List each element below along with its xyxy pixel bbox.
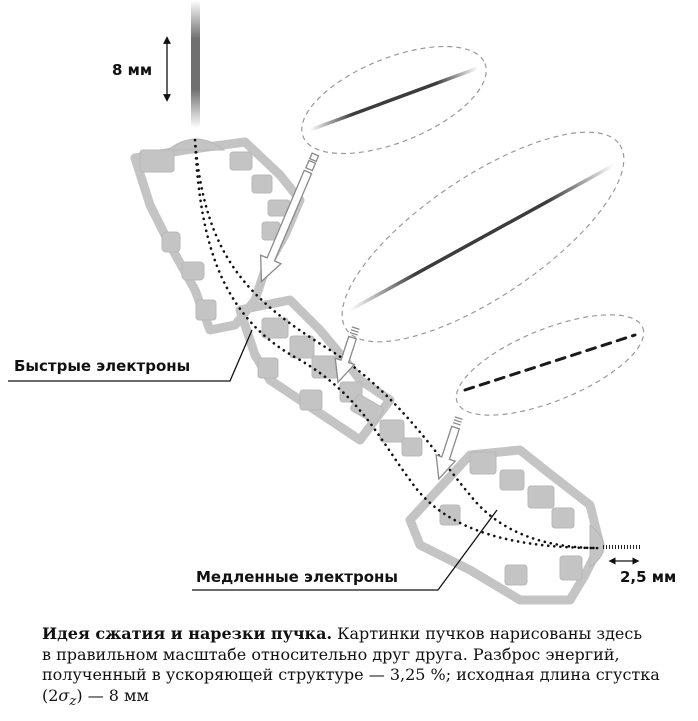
caption-line-4: (2σz) — 8 мм: [42, 685, 149, 709]
figure-caption: Идея сжатия и нарезки пучка. Картинки пу…: [42, 624, 692, 712]
caption-title: Идея сжатия и нарезки пучка.: [42, 624, 333, 643]
fast-electrons-label: Быстрые электроны: [14, 357, 191, 375]
bunch-compression-diagram: [8, 0, 645, 605]
bunch-snapshot-3: [455, 314, 645, 416]
caption-line-1: Идея сжатия и нарезки пучка. Картинки пу…: [42, 624, 643, 643]
fast-electron-trajectory: [193, 138, 600, 550]
pointer-arrow-3: [435, 416, 463, 481]
bunch-snapshot-1: [301, 45, 487, 155]
initial-length-label: 8 мм: [112, 61, 153, 79]
pointer-arrow-1: [259, 152, 320, 283]
initial-bunch: [191, 0, 200, 128]
caption-line-3: полученный в ускоряющей структуре — 3,25…: [42, 665, 660, 684]
final-length-label: 2,5 мм: [620, 568, 677, 586]
caption-line-2: в правильном масштабе относительно друг …: [42, 644, 620, 664]
sigma-subscript: z: [69, 693, 77, 709]
fast-electrons-leader: [8, 329, 253, 382]
sigma-symbol: σ: [58, 685, 70, 705]
slow-electrons-leader: [192, 509, 498, 591]
snapshot-pointer-arrows: [259, 152, 463, 481]
accelerator-structure: [130, 137, 605, 605]
electron-trajectories: [193, 138, 600, 550]
slow-electrons-label: Медленные электроны: [196, 568, 398, 586]
pointer-arrow-2: [334, 326, 360, 384]
bunch-snapshot-2: [341, 131, 625, 343]
